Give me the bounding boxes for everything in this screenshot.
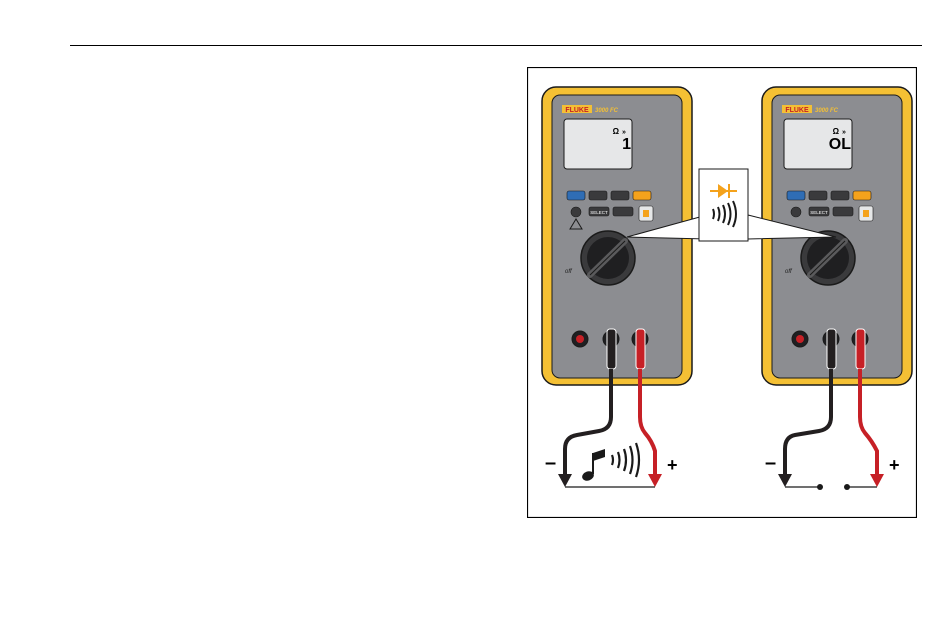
backlight-button <box>571 207 581 217</box>
plus-label: + <box>889 455 900 475</box>
continuity-diagram: FLUKE 3000 FC Ω » 1 SELECT off <box>527 67 917 518</box>
range-button <box>611 191 629 200</box>
lcd-reading: OL <box>829 136 851 153</box>
lcd-ohm-symbol: Ω <box>613 127 620 136</box>
jack-a-core <box>796 335 804 343</box>
jack-a-core <box>576 335 584 343</box>
arrows-button <box>613 207 633 216</box>
lcd-beep-icon: » <box>622 129 626 136</box>
black-probe-plug <box>607 329 616 369</box>
select-label: SELECT <box>810 210 828 215</box>
bluetooth-icon <box>643 210 649 217</box>
orange-button <box>633 191 651 200</box>
blue-button <box>787 191 805 200</box>
open-contact-left <box>817 484 823 490</box>
minus-label: – <box>765 452 776 474</box>
minus-label: – <box>545 452 556 474</box>
red-probe-plug <box>856 329 865 369</box>
lcd-ohm-symbol: Ω <box>833 127 840 136</box>
red-probe-plug <box>636 329 645 369</box>
orange-button <box>853 191 871 200</box>
bluetooth-icon <box>863 210 869 217</box>
model-label: 3000 FC <box>595 108 619 114</box>
blue-button <box>567 191 585 200</box>
select-label: SELECT <box>590 210 608 215</box>
range-button <box>831 191 849 200</box>
backlight-button <box>791 207 801 217</box>
black-probe-plug <box>827 329 836 369</box>
arrows-button <box>833 207 853 216</box>
lcd-reading: 1 <box>622 136 631 153</box>
lcd-beep-icon: » <box>842 129 846 136</box>
hold-button <box>809 191 827 200</box>
brand-label: FLUKE <box>785 107 809 114</box>
top-rule <box>70 45 922 46</box>
plus-label: + <box>667 455 678 475</box>
diagram-svg: FLUKE 3000 FC Ω » 1 SELECT off <box>527 67 917 518</box>
hold-button <box>589 191 607 200</box>
brand-label: FLUKE <box>565 107 589 114</box>
open-contact-right <box>844 484 850 490</box>
model-label: 3000 FC <box>815 108 839 114</box>
